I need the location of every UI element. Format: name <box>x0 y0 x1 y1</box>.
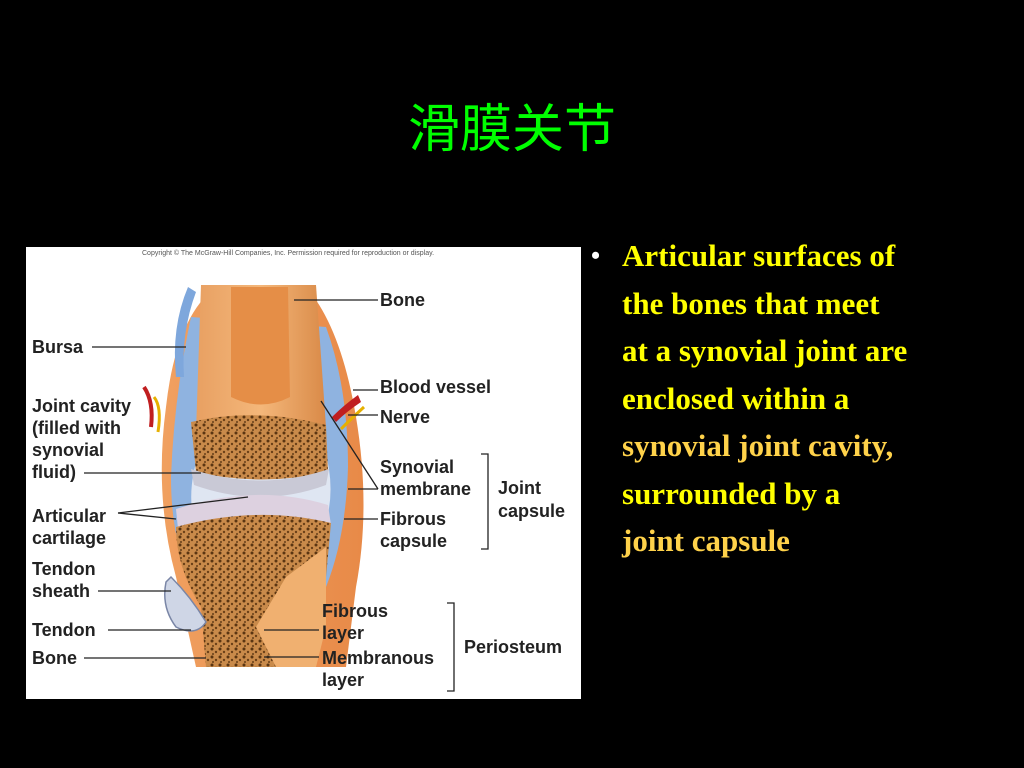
label-membranous-1: Membranous <box>322 648 434 668</box>
bullet-line-4: enclosed within a <box>622 375 1012 423</box>
medullary-cavity <box>231 287 290 405</box>
label-tendon-sheath-1: Tendon <box>32 559 96 579</box>
label-fibrous-layer-1: Fibrous <box>322 601 388 621</box>
label-tendon-sheath-2: sheath <box>32 581 90 601</box>
label-bone-bottom: Bone <box>32 648 77 668</box>
label-articular-1: Articular <box>32 506 106 526</box>
label-joint-cavity-4: fluid) <box>32 462 76 482</box>
label-blood-vessel: Blood vessel <box>380 377 491 397</box>
label-synovial-2: membrane <box>380 479 471 499</box>
label-joint-cavity-1: Joint cavity <box>32 396 131 416</box>
bullet-line-1: Articular surfaces of <box>622 232 1012 280</box>
copyright-notice: Copyright © The McGraw-Hill Companies, I… <box>142 249 434 257</box>
label-membranous-2: layer <box>322 670 364 690</box>
label-articular-2: cartilage <box>32 528 106 548</box>
label-fibrous-layer-2: layer <box>322 623 364 643</box>
label-tendon: Tendon <box>32 620 96 640</box>
bullet-line-5: synovial joint cavity, <box>622 422 1012 470</box>
bullet-line-3: at a synovial joint are <box>622 327 1012 375</box>
label-joint-cavity-3: synovial <box>32 440 104 460</box>
slide-title: 滑膜关节 <box>0 100 1024 160</box>
label-nerve: Nerve <box>380 407 430 427</box>
label-synovial-1: Synovial <box>380 457 454 477</box>
label-fibrous-capsule-1: Fibrous <box>380 509 446 529</box>
label-fibrous-capsule-2: capsule <box>380 531 447 551</box>
bullet-line-6: surrounded by a <box>622 470 1012 518</box>
bullet-text: Articular surfaces of the bones that mee… <box>622 232 1012 565</box>
label-periosteum: Periosteum <box>464 637 562 657</box>
label-joint-capsule-2: capsule <box>498 501 565 521</box>
upper-spongy-bone <box>191 415 328 479</box>
nerve-left <box>154 397 159 432</box>
label-joint-cavity-2: (filled with <box>32 418 121 438</box>
bullet-line-7: joint capsule <box>622 517 1012 565</box>
label-joint-capsule-1: Joint <box>498 478 541 498</box>
label-bone-top: Bone <box>380 290 425 310</box>
synovial-joint-diagram: Copyright © The McGraw-Hill Companies, I… <box>26 247 581 699</box>
vessel-left <box>144 387 152 427</box>
label-bursa: Bursa <box>32 337 84 357</box>
bullet-dot: • <box>591 232 600 280</box>
bullet-line-2: the bones that meet <box>622 280 1012 328</box>
